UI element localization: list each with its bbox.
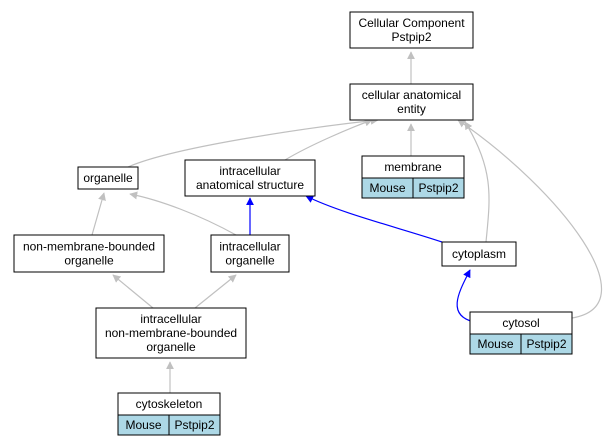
- node-box: [349, 11, 474, 49]
- edge-line: [305, 195, 443, 243]
- edge-cytosol-to-cae: [457, 119, 603, 319]
- node-label-line: membrane: [384, 160, 442, 174]
- edge-line: [464, 121, 490, 243]
- node-box: [210, 234, 290, 273]
- edge-inmbo-to-nmbo: [112, 274, 154, 309]
- node-label-line: Pstpip2: [391, 30, 431, 44]
- edge-line: [129, 191, 237, 236]
- edge-cytosol-to-cytoplasm: [456, 269, 475, 323]
- node-label-line: intracellular: [219, 164, 280, 178]
- edge-inmbo-to-io: [194, 274, 237, 309]
- edge-ias-to-cae: [284, 118, 373, 161]
- edge-cytoplasm-to-ias: [305, 195, 443, 243]
- node-cytoplasm[interactable]: cytoplasm: [441, 241, 517, 267]
- edges-layer: [91, 51, 603, 393]
- node-box: [13, 234, 165, 273]
- node-label-line: intracellular: [219, 240, 280, 254]
- node-label-line: organelle: [83, 171, 133, 185]
- node-label-line: cytoskeleton: [136, 397, 203, 411]
- node-label-line: cytoplasm: [452, 247, 506, 261]
- node-label-line: organelle: [225, 254, 275, 268]
- edge-line: [91, 192, 106, 236]
- node-label-line: cytosol: [502, 316, 539, 330]
- annotation-gene: Pstpip2: [418, 181, 458, 195]
- node-box: [77, 166, 139, 190]
- annotation-gene: Pstpip2: [526, 337, 566, 351]
- node-organelle[interactable]: organelle: [77, 166, 139, 190]
- edge-organelle-to-cae: [127, 116, 379, 168]
- edge-line: [456, 269, 475, 323]
- node-label-line: Cellular Component: [358, 16, 465, 30]
- annotation-organism: Mouse: [369, 181, 405, 195]
- annotation-organism: Mouse: [125, 418, 161, 432]
- node-label-line: non-membrane-bounded: [23, 240, 155, 254]
- edge-line: [194, 274, 237, 309]
- edge-io-to-organelle: [129, 191, 237, 236]
- node-box: [441, 241, 517, 267]
- edge-line: [127, 116, 379, 168]
- edge-line: [457, 119, 603, 319]
- annotation-gene: Pstpip2: [174, 418, 214, 432]
- edge-nmbo-to-organelle: [91, 192, 106, 236]
- node-label-line: non-membrane-bounded: [105, 326, 237, 340]
- edge-cytoplasm-to-cae: [464, 121, 490, 243]
- node-label-line: organelle: [146, 340, 196, 354]
- node-inmbo[interactable]: intracellularnon-membrane-boundedorganel…: [95, 307, 247, 359]
- annotation-organism: Mouse: [477, 337, 513, 351]
- node-label-line: intracellular: [140, 312, 201, 326]
- node-box: [349, 83, 474, 121]
- edge-line: [284, 118, 373, 161]
- node-label-line: anatomical structure: [196, 178, 304, 192]
- node-label-line: entity: [397, 102, 426, 116]
- annotation-cell: [168, 414, 221, 436]
- annotation-cell: [520, 333, 573, 355]
- annotation-cell: [412, 177, 465, 199]
- node-label-line: organelle: [64, 254, 114, 268]
- node-box: [95, 307, 247, 359]
- node-label-line: cellular anatomical: [362, 88, 461, 102]
- edge-line: [112, 274, 154, 309]
- node-box: [184, 159, 316, 197]
